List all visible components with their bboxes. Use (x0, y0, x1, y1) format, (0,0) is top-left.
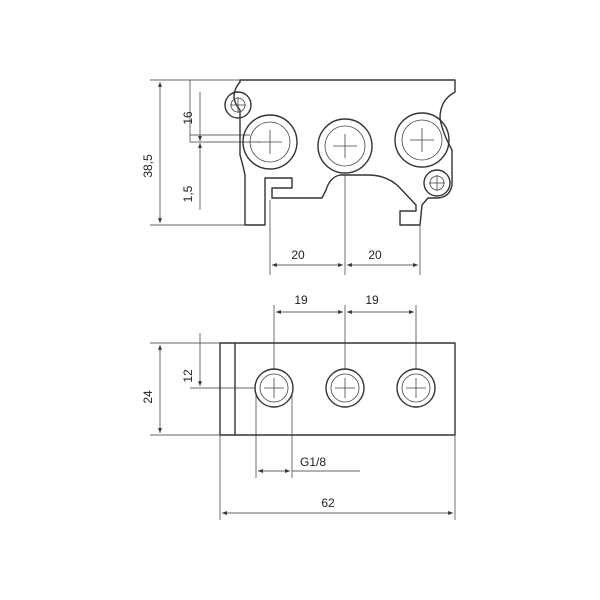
dim-port-offset-label: 16 (181, 111, 195, 125)
top-view: 38,5 16 1,5 20 20 (141, 79, 456, 275)
dim-front-spacing: 19 19 (273, 293, 417, 370)
dim-lower-offset: 1,5 (181, 150, 201, 210)
top-view-outline (233, 79, 456, 226)
front-port-center (325, 368, 365, 408)
dim-top-spacing: 20 20 (269, 175, 421, 275)
dim-front-height-label: 24 (141, 390, 155, 404)
dim-height-total-label: 38,5 (141, 154, 155, 178)
dim-front-spacing-left-label: 19 (294, 293, 308, 307)
mounting-hole-left (224, 91, 252, 119)
dim-front-length: 62 (219, 435, 456, 520)
dim-height-total: 38,5 (141, 79, 245, 226)
dim-front-length-label: 62 (321, 496, 335, 510)
dim-front-height: 24 (141, 342, 220, 436)
front-view: 19 19 24 12 G1/8 62 (141, 293, 456, 520)
port-center (317, 118, 373, 174)
dim-top-spacing-right-label: 20 (368, 248, 382, 262)
dim-top-spacing-left-label: 20 (291, 248, 305, 262)
dim-front-center-height-label: 12 (181, 369, 195, 383)
mounting-hole-right (423, 169, 451, 197)
dim-front-center-height: 12 (181, 333, 255, 389)
dim-thread: G1/8 (255, 395, 360, 478)
dim-front-spacing-right-label: 19 (365, 293, 379, 307)
dim-lower-offset-label: 1,5 (181, 185, 195, 202)
front-port-right (396, 368, 436, 408)
dim-port-offset: 16 (181, 80, 260, 150)
port-right (394, 112, 450, 168)
front-view-outline (219, 342, 456, 436)
front-port-left (254, 368, 294, 408)
dim-thread-label: G1/8 (300, 455, 326, 469)
